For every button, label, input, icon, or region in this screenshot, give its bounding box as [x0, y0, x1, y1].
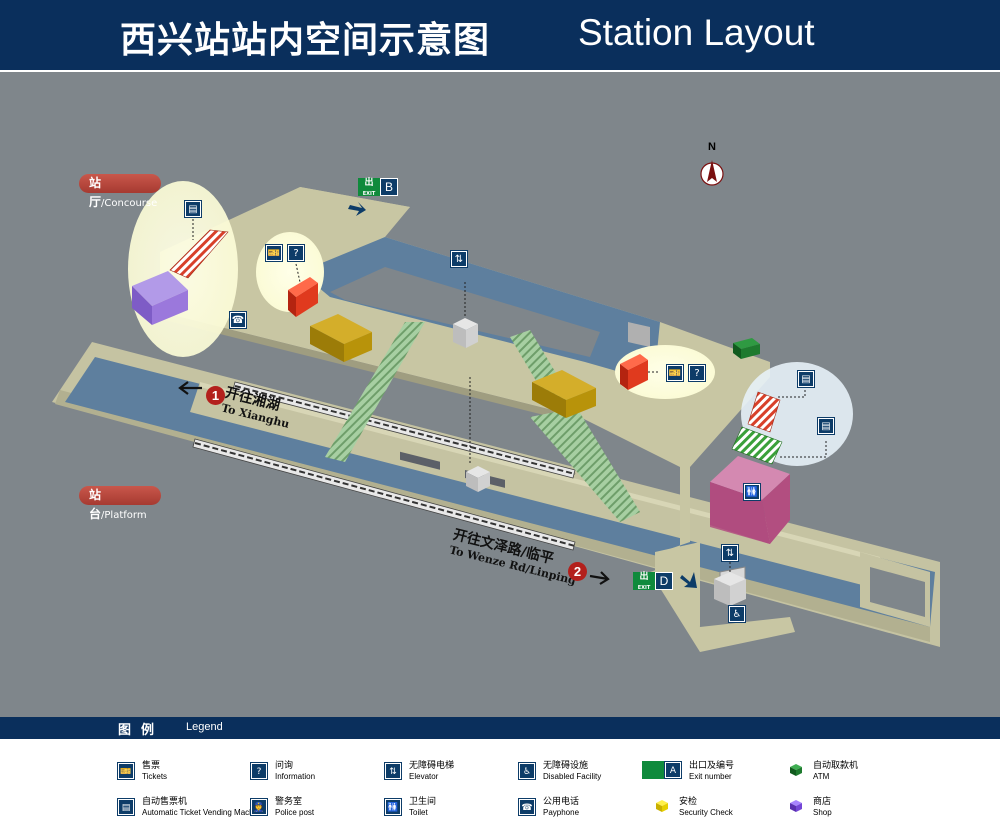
info-icon: ? — [250, 762, 268, 780]
compass-icon — [700, 160, 724, 186]
elevator-icon: ⇅ — [450, 250, 468, 268]
exit-letter-icon: A — [664, 761, 682, 779]
legend-header: 图例 Legend — [0, 717, 1000, 739]
toilet-block — [710, 456, 790, 544]
ticket-office-east — [620, 354, 648, 390]
station-map-drawing — [52, 160, 940, 652]
direction-1-badge: 1 — [206, 386, 225, 405]
compass-north-label: N — [708, 141, 716, 153]
phone-icon: ☎ — [518, 798, 536, 816]
exit-b-letter: B — [380, 178, 398, 196]
toilet-icon: 🚻 — [743, 483, 761, 501]
exit-arrows — [348, 202, 697, 588]
tvm-block-west — [169, 229, 229, 279]
leader-lines — [192, 219, 827, 572]
train-upper — [232, 381, 576, 479]
elevator-icon: ⇅ — [384, 762, 402, 780]
phone-icon: ☎ — [229, 311, 247, 329]
disabled-icon: ♿ — [728, 605, 746, 623]
tvm-icon: ▤ — [184, 200, 202, 218]
stairs-west — [325, 322, 425, 462]
security-block-west — [310, 314, 372, 362]
shop-icon — [790, 800, 802, 812]
police-icon: 👮 — [250, 798, 268, 816]
platform-level — [52, 342, 940, 647]
page-title-cn: 西兴站站内空间示意图 — [120, 20, 491, 61]
disabled-icon: ♿ — [518, 762, 536, 780]
train-lower — [192, 438, 576, 551]
legend-title-cn: 图例 — [118, 723, 165, 738]
ticket-icon: 🎫 — [666, 364, 684, 382]
direction-2-badge: 2 — [568, 562, 587, 581]
tvm-icon: ▤ — [117, 798, 135, 816]
security-block-east — [532, 370, 596, 418]
elevator-icon: ⇅ — [721, 544, 739, 562]
elevator-box-exit-d — [714, 572, 746, 606]
info-icon: ? — [688, 364, 706, 382]
tvm-icon: ▤ — [797, 370, 815, 388]
concourse-level-label: 站厅/Concourse — [79, 174, 161, 209]
elevator-box-concourse — [453, 318, 478, 348]
platform-level-label: 站台/Platform — [79, 486, 161, 521]
atm-icon — [790, 764, 802, 776]
direction-arrows — [178, 381, 610, 585]
exit-d-letter: D — [655, 572, 673, 590]
exit-icon — [642, 761, 664, 779]
ticket-icon: 🎫 — [265, 244, 283, 262]
tvm-block-east — [747, 391, 781, 433]
page-title-en: Station Layout — [578, 12, 815, 53]
info-icon: ? — [287, 244, 305, 262]
security-icon — [656, 800, 668, 812]
header-bar: 西兴站站内空间示意图 Station Layout — [0, 0, 1000, 72]
shop-block — [132, 271, 188, 325]
police-icon: ▤ — [817, 417, 835, 435]
atm-block — [733, 338, 760, 359]
ticket-office-west — [288, 277, 318, 317]
ticket-icon: 🎫 — [117, 762, 135, 780]
elevator-box-platform — [466, 466, 490, 492]
legend-title-en: Legend — [186, 721, 223, 733]
gate-block-east — [731, 426, 783, 465]
toilet-icon: 🚻 — [384, 798, 402, 816]
